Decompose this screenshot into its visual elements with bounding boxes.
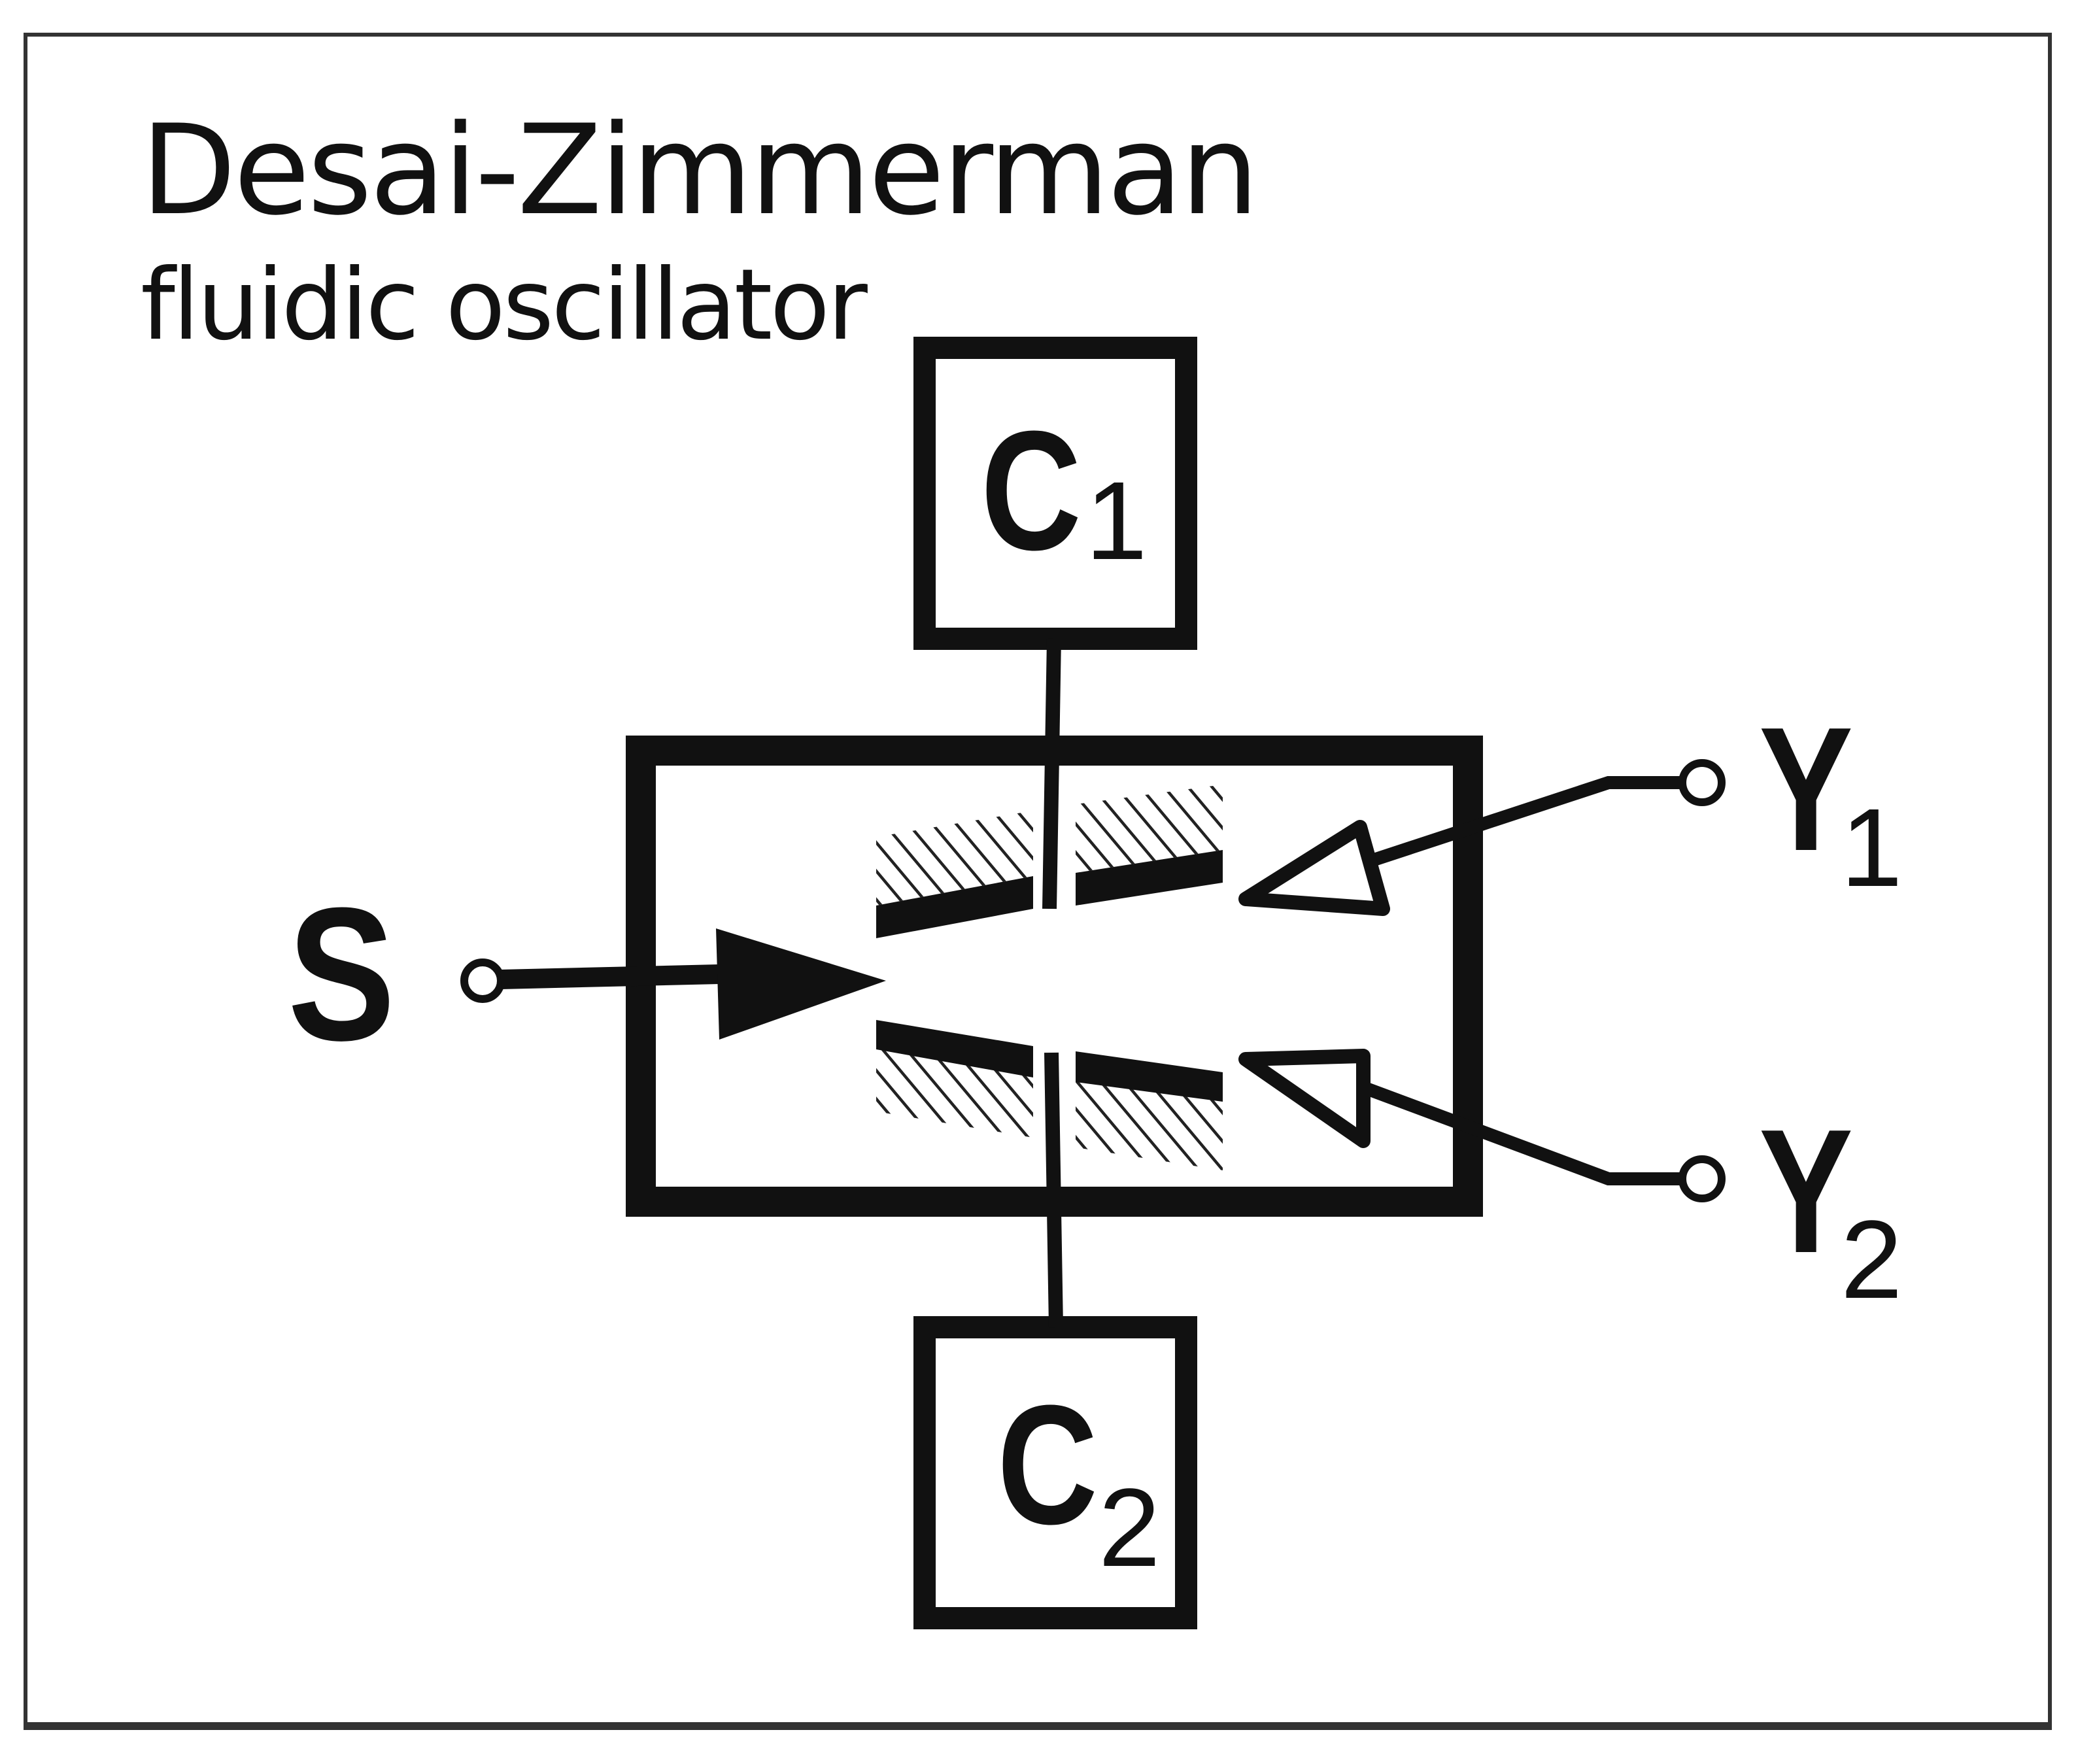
chamber-c1-letter: C: [981, 396, 1082, 586]
upper-left-wall: [876, 876, 1033, 938]
y2-control-arrow: [1238, 1049, 1371, 1148]
supply-label: S: [288, 868, 395, 1080]
lower-left-wall-hatch: [876, 1049, 1033, 1138]
supply-line: [500, 964, 720, 989]
lower-right-wall: [1076, 1051, 1223, 1102]
diagram-title: Desai-Zimmerman: [141, 98, 1259, 243]
y2-line: [1364, 1082, 1682, 1185]
supply-terminal: [460, 958, 505, 1003]
c1-connection-line: [1042, 638, 1061, 909]
lower-left-wall: [876, 1020, 1033, 1077]
upper-right-wall-hatch: [1076, 785, 1223, 873]
upper-left-wall-hatch: [876, 811, 1033, 906]
y1-subscript: 1: [1841, 786, 1903, 910]
chamber-c1-subscript: 1: [1085, 459, 1148, 583]
y2-terminal: [1678, 1155, 1726, 1202]
y1-line: [1357, 776, 1682, 871]
lower-right-wall-hatch: [1076, 1076, 1223, 1170]
chamber-c2-subscript: 2: [1099, 1466, 1161, 1590]
y1-control-arrow: [1238, 820, 1390, 916]
y1-terminal: [1678, 759, 1726, 806]
upper-right-wall: [1076, 850, 1223, 906]
chamber-c1-box: [913, 337, 1197, 650]
y1-letter: Y: [1759, 690, 1853, 887]
y2-letter: Y: [1759, 1093, 1853, 1289]
supply-jet-arrow: [716, 928, 886, 1040]
diagram-subtitle: fluidic oscillator: [141, 248, 868, 362]
chamber-c2-letter: C: [997, 1370, 1098, 1560]
y2-subscript: 2: [1841, 1198, 1903, 1322]
diagram-frame: [24, 33, 2052, 1730]
